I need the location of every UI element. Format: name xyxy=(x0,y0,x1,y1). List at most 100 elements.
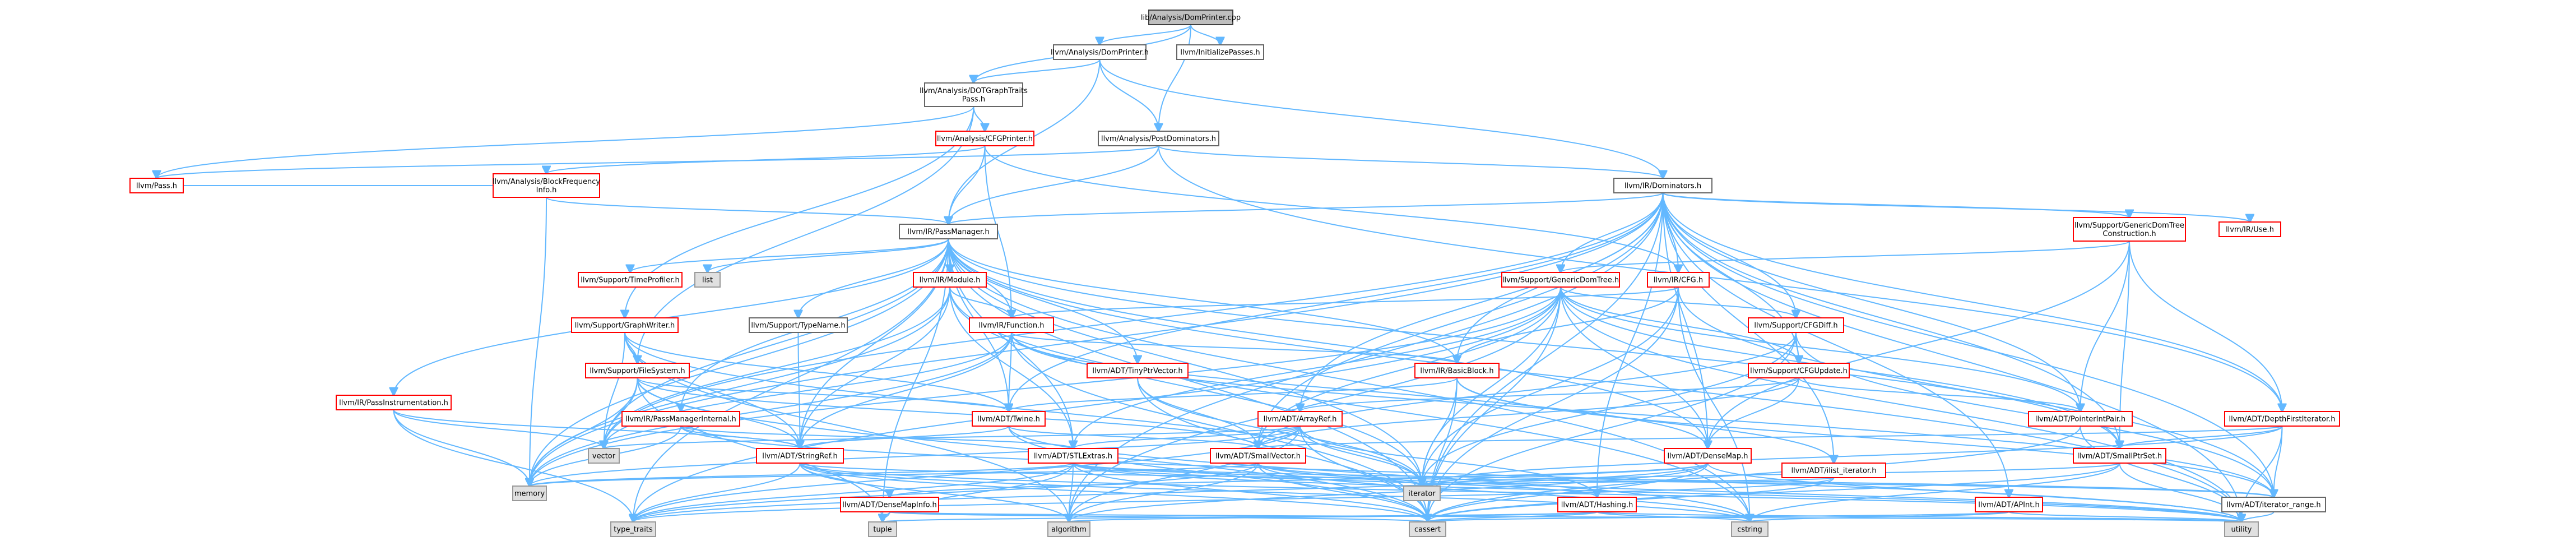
edge-densemap-to-iterator xyxy=(1422,463,1709,486)
node-dfiter-box xyxy=(2224,411,2340,427)
node-passinstr-label: llvm/IR/PassInstrumentation.h xyxy=(339,399,448,408)
node-densemapinfo-label: llvm/ADT/DenseMapInfo.h xyxy=(842,501,936,510)
node-pass[interactable]: llvm/Pass.h xyxy=(129,178,184,193)
node-iterrange[interactable]: llvm/ADT/iterator_range.h xyxy=(2221,497,2326,512)
node-initpasses[interactable]: llvm/InitializePasses.h xyxy=(1176,44,1264,60)
edge-arrayref-to-hashing xyxy=(1299,426,1597,497)
edge-ircfg-to-iterrange xyxy=(1678,286,2274,497)
node-hashing[interactable]: llvm/ADT/Hashing.h xyxy=(1557,497,1637,512)
edge-densemap-to-algorithm xyxy=(1069,463,1709,522)
edge-gendomtree-to-memory xyxy=(530,286,1561,486)
node-cfgdiff[interactable]: llvm/Support/CFGDiff.h xyxy=(1748,317,1844,333)
node-cassert-label: cassert xyxy=(1414,526,1441,534)
edge-ilistiter-to-typetraits xyxy=(633,477,1835,522)
node-tinyptr-box xyxy=(1087,363,1189,378)
node-memory: memory xyxy=(512,485,547,501)
node-smallvector[interactable]: llvm/ADT/SmallVector.h xyxy=(1210,448,1306,464)
node-dotgraph-label: llvm/Analysis/DOTGraphTraits xyxy=(920,87,1028,95)
node-tinyptr[interactable]: llvm/ADT/TinyPtrVector.h xyxy=(1087,363,1189,378)
node-postdom[interactable]: llvm/Analysis/PostDominators.h xyxy=(1098,131,1219,146)
node-stlextras[interactable]: llvm/ADT/STLExtras.h xyxy=(1028,448,1118,464)
edge-smallvector-to-memory xyxy=(530,463,1259,486)
node-twine[interactable]: llvm/ADT/Twine.h xyxy=(972,411,1046,427)
node-passmanager[interactable]: llvm/IR/PassManager.h xyxy=(899,224,998,239)
node-typetraits-box xyxy=(610,521,656,537)
node-cfgprinter[interactable]: llvm/Analysis/CFGPrinter.h xyxy=(935,131,1034,146)
edge-gendomcons-to-ptrintpair xyxy=(2081,241,2130,411)
node-smallptrset[interactable]: llvm/ADT/SmallPtrSet.h xyxy=(2073,448,2166,464)
node-ptrintpair[interactable]: llvm/ADT/PointerIntPair.h xyxy=(2028,411,2133,427)
node-basicblock[interactable]: llvm/IR/BasicBlock.h xyxy=(1414,363,1500,378)
node-irusea-label: llvm/IR/Use.h xyxy=(2226,226,2274,234)
node-cfgupdate[interactable]: llvm/Support/CFGUpdate.h xyxy=(1748,363,1850,378)
edge-passmanager-to-densemap xyxy=(948,238,1708,448)
node-graphwriter-box xyxy=(571,317,679,333)
node-ilistiter[interactable]: llvm/ADT/ilist_iterator.h xyxy=(1781,463,1886,478)
node-smallvector-box xyxy=(1210,448,1306,464)
edge-gendomtree-to-ptrintpair xyxy=(1560,286,2081,411)
edge-gendomtree-to-typetraits xyxy=(633,286,1561,522)
edge-gendomtree-to-utility xyxy=(1560,286,2241,522)
edge-dominators-to-irusea xyxy=(1662,192,2250,222)
node-arrayref[interactable]: llvm/ADT/ArrayRef.h xyxy=(1257,411,1343,427)
node-pminternal[interactable]: llvm/IR/PassManagerInternal.h xyxy=(621,411,740,427)
node-initpasses-box xyxy=(1176,44,1264,60)
node-cfgprinter-label: llvm/Analysis/CFGPrinter.h xyxy=(937,135,1033,144)
node-densemapinfo[interactable]: llvm/ADT/DenseMapInfo.h xyxy=(840,497,939,512)
node-densemap-box xyxy=(1664,448,1752,464)
node-timeprofiler[interactable]: llvm/Support/TimeProfiler.h xyxy=(578,272,683,288)
node-function[interactable]: llvm/IR/Function.h xyxy=(969,317,1054,333)
node-cstring-box xyxy=(1731,521,1769,537)
node-gendomcons-label: llvm/Support/GenericDomTree xyxy=(2074,221,2184,230)
edge-passmanager-to-timeprofiler xyxy=(630,238,949,272)
edge-dominators-to-smallptrset xyxy=(1662,192,2120,448)
edge-dominators-to-densemap xyxy=(1662,192,1708,448)
edge-dominators-to-passmanager xyxy=(949,192,1664,224)
node-passinstr[interactable]: llvm/IR/PassInstrumentation.h xyxy=(336,395,452,410)
edge-densemap-to-typetraits xyxy=(633,463,1709,522)
node-domprinter_h[interactable]: llvm/Analysis/DomPrinter.h xyxy=(1051,44,1149,60)
node-root[interactable]: lib/Analysis/DomPrinter.cpp xyxy=(1141,10,1241,25)
edge-dominators-to-ptrintpair xyxy=(1662,192,2081,411)
edge-passmanager-to-utility xyxy=(948,238,2242,522)
node-stringref[interactable]: llvm/ADT/StringRef.h xyxy=(756,448,844,464)
edge-gendomcons-to-densemap xyxy=(1708,241,2130,448)
node-basicblock-label: llvm/IR/BasicBlock.h xyxy=(1420,367,1493,376)
node-filesystem-box xyxy=(585,363,690,378)
node-irusea[interactable]: llvm/IR/Use.h xyxy=(2218,221,2281,237)
edge-cfgdiff-to-iterator xyxy=(1422,332,1797,486)
node-tuple-box xyxy=(868,521,897,537)
node-typename[interactable]: llvm/Support/TypeName.h xyxy=(749,317,848,333)
node-cfgupdate-label: llvm/Support/CFGUpdate.h xyxy=(1750,367,1848,376)
node-filesystem[interactable]: llvm/Support/FileSystem.h xyxy=(585,363,690,378)
node-apint[interactable]: llvm/ADT/APInt.h xyxy=(1975,497,2043,512)
node-module[interactable]: llvm/IR/Module.h xyxy=(913,272,987,288)
node-cfgupdate-box xyxy=(1748,363,1850,378)
node-gendomtree[interactable]: llvm/Support/GenericDomTree.h xyxy=(1501,272,1620,288)
edge-cfgupdate-to-ptrintpair xyxy=(1798,377,2081,411)
edge-stlextras-to-utility xyxy=(1073,463,2241,522)
node-function-label: llvm/IR/Function.h xyxy=(979,322,1045,330)
edge-iterrange-to-utility xyxy=(2241,511,2275,522)
node-domprinter_h-box xyxy=(1053,44,1147,60)
node-gendomcons[interactable]: llvm/Support/GenericDomTreeConstruction.… xyxy=(2073,217,2186,242)
node-list-box xyxy=(694,272,721,288)
edge-domprinter_h-to-postdom xyxy=(1099,59,1159,131)
edge-module-to-stringref xyxy=(800,286,950,448)
node-utility-label: utility xyxy=(2231,526,2252,534)
node-dominators[interactable]: llvm/IR/Dominators.h xyxy=(1613,178,1712,193)
edge-twine-to-smallvector xyxy=(1008,426,1258,448)
edge-passmanager-to-tinyptr xyxy=(948,238,1138,363)
edge-densemap-to-utility xyxy=(1707,463,2242,522)
edge-gendomtree-to-stlextras xyxy=(1073,286,1561,448)
edge-cfgupdate-to-smallvector xyxy=(1258,377,1799,448)
node-graphwriter[interactable]: llvm/Support/GraphWriter.h xyxy=(571,317,679,333)
node-densemap[interactable]: llvm/ADT/DenseMap.h xyxy=(1664,448,1752,464)
node-dfiter[interactable]: llvm/ADT/DepthFirstIterator.h xyxy=(2224,411,2340,427)
node-ircfg[interactable]: llvm/IR/CFG.h xyxy=(1647,272,1710,288)
edge-basicblock-to-iterrange xyxy=(1456,377,2274,497)
edge-passmanager-to-cassert xyxy=(948,238,1428,522)
node-blockfreq-label: Info.h xyxy=(536,186,557,195)
